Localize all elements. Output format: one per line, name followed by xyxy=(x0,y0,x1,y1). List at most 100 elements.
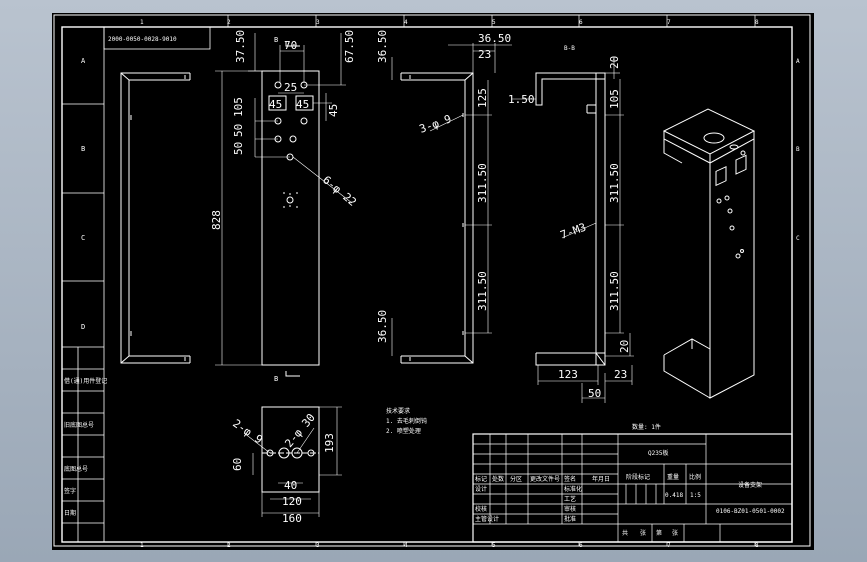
notes-line-1: 1. 去毛刺倒钝 xyxy=(386,417,427,425)
strip-label: 旧底图总号 xyxy=(64,421,94,429)
dim-50b: 50 xyxy=(232,142,245,155)
dim-70: 70 xyxy=(284,39,297,52)
col-label: 3 xyxy=(316,19,320,26)
dim-25: 25 xyxy=(284,81,297,94)
bottom-view xyxy=(261,406,320,493)
dim-160: 160 xyxy=(282,512,302,525)
row-label-design: 设计 xyxy=(475,485,487,493)
col-label: 6 xyxy=(579,19,583,26)
section-dim-lines xyxy=(512,57,634,403)
bottom-label: 共 xyxy=(622,529,628,537)
drawing-sheet[interactable]: 1 2 3 4 5 6 7 8 1 2 3 4 5 6 7 8 A B C D … xyxy=(52,13,814,550)
quantity-heading: 数量: 1件 xyxy=(632,423,661,431)
left-strip-labels: 借(通)用件登记 旧底图总号 底图总号 签字 日期 xyxy=(64,377,107,517)
part-number: 0106-BZ01-0501-0002 xyxy=(716,508,785,515)
scale-label: 比例 xyxy=(689,473,701,481)
mid-label: 标准化 xyxy=(564,485,582,493)
cut-markers xyxy=(285,41,300,377)
row-label: C xyxy=(81,234,85,242)
paper-background xyxy=(52,13,814,550)
dim-60: 60 xyxy=(231,458,244,471)
cut-label-top: B xyxy=(274,36,278,44)
section-view xyxy=(535,72,606,366)
column-labels-bottom: 1 2 3 4 5 6 7 8 xyxy=(140,542,759,549)
part-name: 设备支架 xyxy=(738,481,762,489)
dim-36.50-right: 36.50 xyxy=(478,32,511,45)
notes-line-2: 2. 喷塑处理 xyxy=(386,427,421,435)
dim-23: 23 xyxy=(614,368,627,381)
u-profile-view xyxy=(120,72,191,364)
row-label: D xyxy=(81,323,85,331)
dim-36.50-bottom: 36.50 xyxy=(376,310,389,343)
dim-67.50: 67.50 xyxy=(343,30,356,63)
dim-50a: 50 xyxy=(232,124,245,137)
column-labels-top: 1 2 3 4 5 6 7 8 xyxy=(140,19,759,26)
dim-20b: 20 xyxy=(618,340,631,353)
row-labels: A B C D A B C xyxy=(81,57,800,331)
left-strip xyxy=(62,27,105,542)
drawing-code-box xyxy=(103,26,211,50)
front-dim-lines xyxy=(215,33,353,366)
dim-311.50b: 311.50 xyxy=(608,271,621,311)
col-label: 1 xyxy=(140,19,144,26)
cut-label-bottom: B xyxy=(274,375,278,383)
col-label: 4 xyxy=(404,19,408,26)
strip-label: 日期 xyxy=(64,509,76,517)
col-label: 7 xyxy=(667,542,671,549)
col-label: 2 xyxy=(227,19,231,26)
dim-20a: 20 xyxy=(608,56,621,69)
side-dim-lines xyxy=(391,43,512,356)
dim-50: 50 xyxy=(588,387,601,400)
dim-828: 828 xyxy=(210,210,223,230)
drawing-code: 2000-0050-0028-9010 xyxy=(108,36,177,43)
column-ticks xyxy=(227,15,756,546)
col-label: 5 xyxy=(492,19,496,26)
outer-frame xyxy=(53,14,811,547)
dim-311.50b: 311.50 xyxy=(476,271,489,311)
weight-label: 重量 xyxy=(667,473,679,481)
dim-311.50a: 311.50 xyxy=(476,163,489,203)
col-header: 分区 xyxy=(510,475,522,483)
col-header: 标记 xyxy=(475,475,487,483)
col-header: 签名 xyxy=(564,475,576,483)
dim-123: 123 xyxy=(558,368,578,381)
col-header: 处数 xyxy=(492,475,504,483)
row-label: C xyxy=(796,235,800,242)
col-label: 2 xyxy=(227,542,231,549)
row-label: B xyxy=(81,145,85,153)
row-label-lead: 主管设计 xyxy=(475,515,499,523)
mid-label: 批准 xyxy=(564,515,576,523)
row-label-check: 校核 xyxy=(475,505,487,513)
col-header: 年月日 xyxy=(592,475,610,483)
dim-45c: 45 xyxy=(327,104,340,117)
col-label: 8 xyxy=(755,19,759,26)
col-label: 6 xyxy=(579,542,583,549)
scale-value: 1:5 xyxy=(690,492,701,499)
col-label: 8 xyxy=(755,542,759,549)
dim-45b: 45 xyxy=(296,98,309,111)
title-block xyxy=(472,433,793,543)
dim-45a: 45 xyxy=(269,98,282,111)
dim-1.50: 1.50 xyxy=(508,93,535,106)
col-label: 1 xyxy=(140,542,144,549)
weight-value: 0.418 xyxy=(665,492,683,499)
front-view xyxy=(261,70,320,366)
dim-36.50-top: 36.50 xyxy=(376,30,389,63)
dim-105: 105 xyxy=(608,89,621,109)
col-label: 5 xyxy=(492,542,496,549)
col-label: 3 xyxy=(316,542,320,549)
mid-label: 工艺 xyxy=(564,495,576,503)
notes-title: 技术要求 xyxy=(386,407,410,415)
row-label: A xyxy=(796,58,800,65)
row-label: A xyxy=(81,57,86,65)
dim-105: 105 xyxy=(232,97,245,117)
dim-23: 23 xyxy=(478,48,491,61)
bottom-label: 张 xyxy=(672,529,678,537)
isometric-view xyxy=(662,108,756,399)
bottom-dim-lines xyxy=(243,406,342,517)
col-label: 4 xyxy=(404,542,408,549)
col-header: 更改文件号 xyxy=(530,475,560,483)
strip-label: 签字 xyxy=(64,487,76,495)
inner-frame xyxy=(61,26,793,543)
